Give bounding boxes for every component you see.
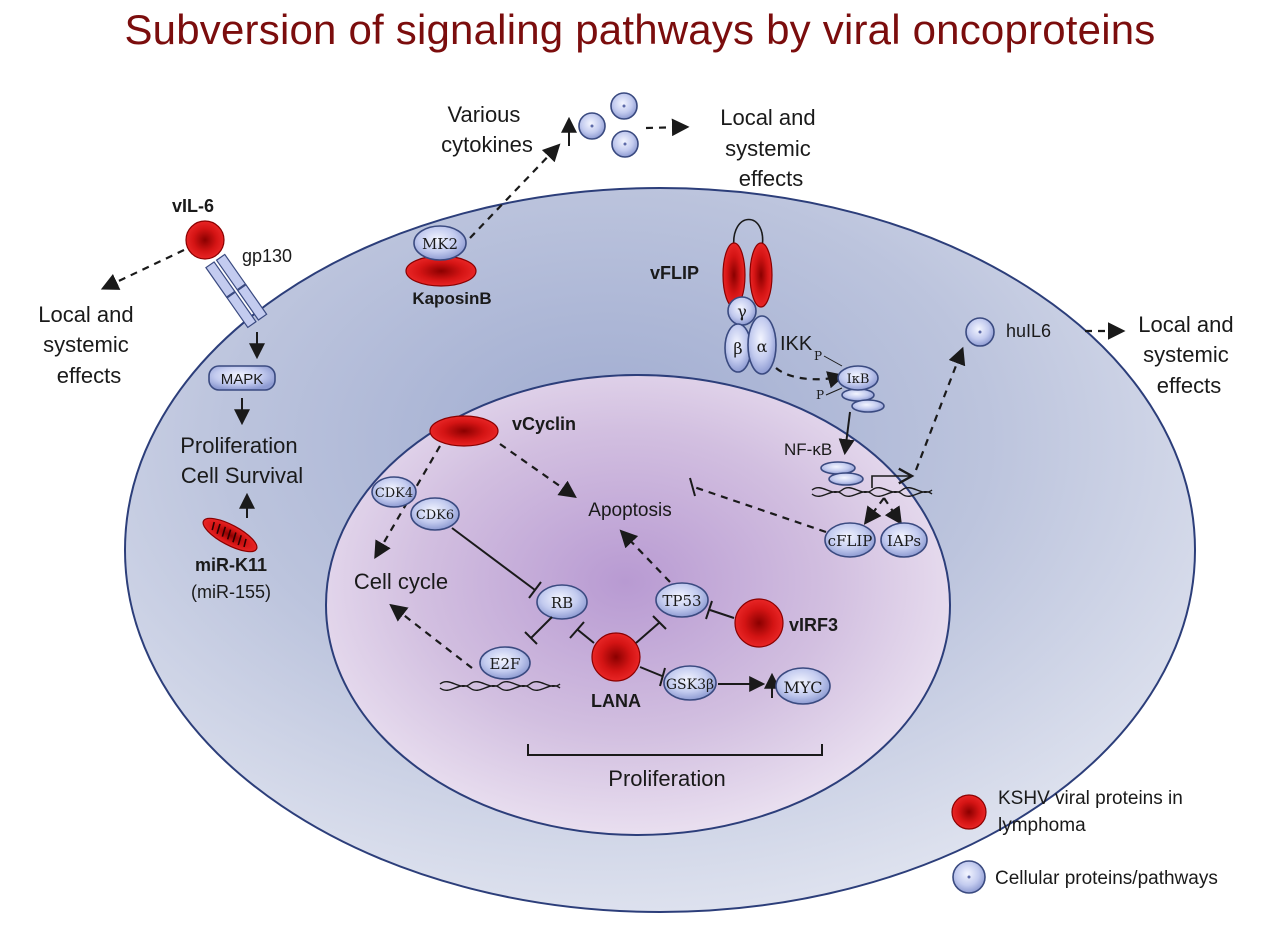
local-effects-top: Local and systemic effects — [720, 105, 822, 191]
cdk6-protein — [410, 497, 460, 531]
ikb-label: IκB — [847, 372, 870, 387]
lana-inhibits-rb — [577, 629, 595, 644]
vcyclin-protein — [429, 415, 499, 447]
transcription-start-arrow — [871, 467, 915, 488]
cdk4-protein — [371, 476, 417, 508]
lana-label: LANA — [591, 691, 641, 711]
various-cytokines-label: Various cytokines — [441, 102, 533, 157]
lana-inhibits-gsk3b — [639, 666, 663, 677]
vcyclin-to-cellcycle-arrow — [374, 445, 441, 560]
nfkb-bound-2 — [828, 472, 864, 486]
ikk-label: IKK — [780, 333, 813, 355]
cdk4-label: CDK4 — [375, 486, 413, 501]
ikk-gamma-label: γ — [737, 302, 747, 321]
mapk-box — [208, 365, 276, 391]
myc-protein — [775, 667, 831, 705]
cdk6-inhibit-bar — [528, 581, 542, 599]
e2f-to-cellcycle-arrow — [389, 603, 473, 669]
ikk-to-ikb-arrow — [775, 367, 846, 389]
virf3-label: vIRF3 — [789, 615, 838, 635]
ikb-protein — [837, 365, 879, 391]
proliferation-survival-label: Proliferation Cell Survival — [180, 433, 304, 488]
apoptosis-label: Apoptosis — [588, 500, 671, 521]
mk2-protein — [413, 225, 467, 261]
iaps-protein — [880, 522, 928, 558]
virf3-inhibit-bar — [705, 600, 713, 620]
rb-inhibit-bar — [524, 631, 538, 645]
ikk-alpha — [747, 315, 777, 375]
cell-cycle-label: Cell cycle — [354, 569, 448, 594]
nfkb-subunit-2 — [851, 399, 885, 413]
cflip-label: cFLIP — [828, 532, 873, 550]
nucleus — [325, 374, 951, 836]
ikk-beta-label: β — [733, 339, 742, 358]
phospho-label-2: P — [816, 388, 824, 402]
e2f-dna — [439, 681, 561, 691]
rb-inhibits-e2f — [530, 616, 553, 639]
ikk-alpha-label: α — [757, 337, 768, 356]
cflip-protein — [824, 522, 876, 558]
cflip-inhibits-apoptosis — [693, 485, 827, 534]
lana-tp53-inhibit-bar — [652, 615, 667, 630]
lana-gsk3b-inhibit-bar — [659, 667, 666, 687]
local-effects-left: Local and systemic effects — [38, 302, 140, 388]
virf3-protein — [734, 598, 784, 648]
tp53-to-apoptosis-arrow — [619, 529, 671, 583]
mk2-to-cytokines-arrow — [469, 143, 561, 239]
cytokines-to-local-arrow — [645, 118, 690, 137]
e2f-label: E2F — [490, 655, 521, 673]
cflip-inhibit-bar — [689, 477, 696, 497]
mir155-label: (miR-155) — [191, 582, 271, 602]
lana-inhibits-tp53 — [635, 621, 661, 644]
local-effects-right: Local and systemic effects — [1138, 312, 1240, 398]
tp53-protein — [655, 582, 709, 618]
lana-rb-inhibit-bar — [569, 621, 585, 639]
tp53-label: TP53 — [662, 592, 701, 610]
proliferation-bracket — [527, 744, 823, 756]
legend-viral-swatch — [951, 794, 987, 830]
legend-viral-label: KSHV viral proteins in lymphoma — [998, 788, 1188, 836]
vcyclin-label: vCyclin — [512, 414, 576, 434]
vil6-to-local-arrow — [100, 249, 185, 290]
proliferation-label: Proliferation — [608, 766, 725, 791]
mapk-label: MAPK — [221, 371, 264, 388]
gp130-label: gp130 — [242, 246, 292, 266]
iaps-label: IAPs — [887, 532, 921, 550]
mk2-label: MK2 — [422, 235, 458, 253]
legend-cellular-label: Cellular proteins/pathways — [995, 868, 1218, 889]
diagram-title: Subversion of signaling pathways by vira… — [124, 6, 1156, 53]
vflip-label: vFLIP — [650, 263, 699, 283]
vcyclin-to-apoptosis-arrow — [499, 443, 577, 499]
huil6-label: huIL6 — [1006, 321, 1051, 341]
virf3-inhibits-tp53 — [709, 609, 735, 619]
vflip-loop — [733, 218, 764, 249]
ikb-to-nfkb-arrow — [838, 411, 855, 456]
nfkb-to-huil6-arrow — [914, 346, 966, 471]
kaposinb-label: KaposinB — [412, 289, 491, 308]
vil6-protein — [185, 220, 225, 260]
gp130-receptor — [205, 253, 268, 329]
e2f-protein — [479, 646, 531, 680]
nfkb-label: NF-κB — [784, 440, 832, 459]
gsk3b-protein — [663, 665, 717, 701]
nfkb-dna — [811, 487, 933, 497]
mirk11-hairpin — [202, 517, 258, 553]
vflip-protein-right — [749, 242, 773, 308]
rb-protein — [536, 584, 588, 620]
rb-label: RB — [551, 594, 573, 612]
cdk6-inhibits-rb — [451, 527, 536, 591]
myc-label: MYC — [784, 678, 823, 697]
phospho-label-1: P — [814, 349, 822, 363]
nfkb-to-iaps-arrow — [883, 497, 902, 525]
gsk3b-label: GSK3β — [666, 677, 714, 693]
nfkb-bound-1 — [820, 461, 856, 475]
mirk11-label: miR-K11 — [195, 555, 267, 575]
lana-protein — [591, 632, 641, 682]
nfkb-to-cflip-arrow — [863, 497, 885, 525]
vil6-label: vIL-6 — [172, 196, 214, 216]
cdk6-label: CDK6 — [416, 508, 454, 523]
